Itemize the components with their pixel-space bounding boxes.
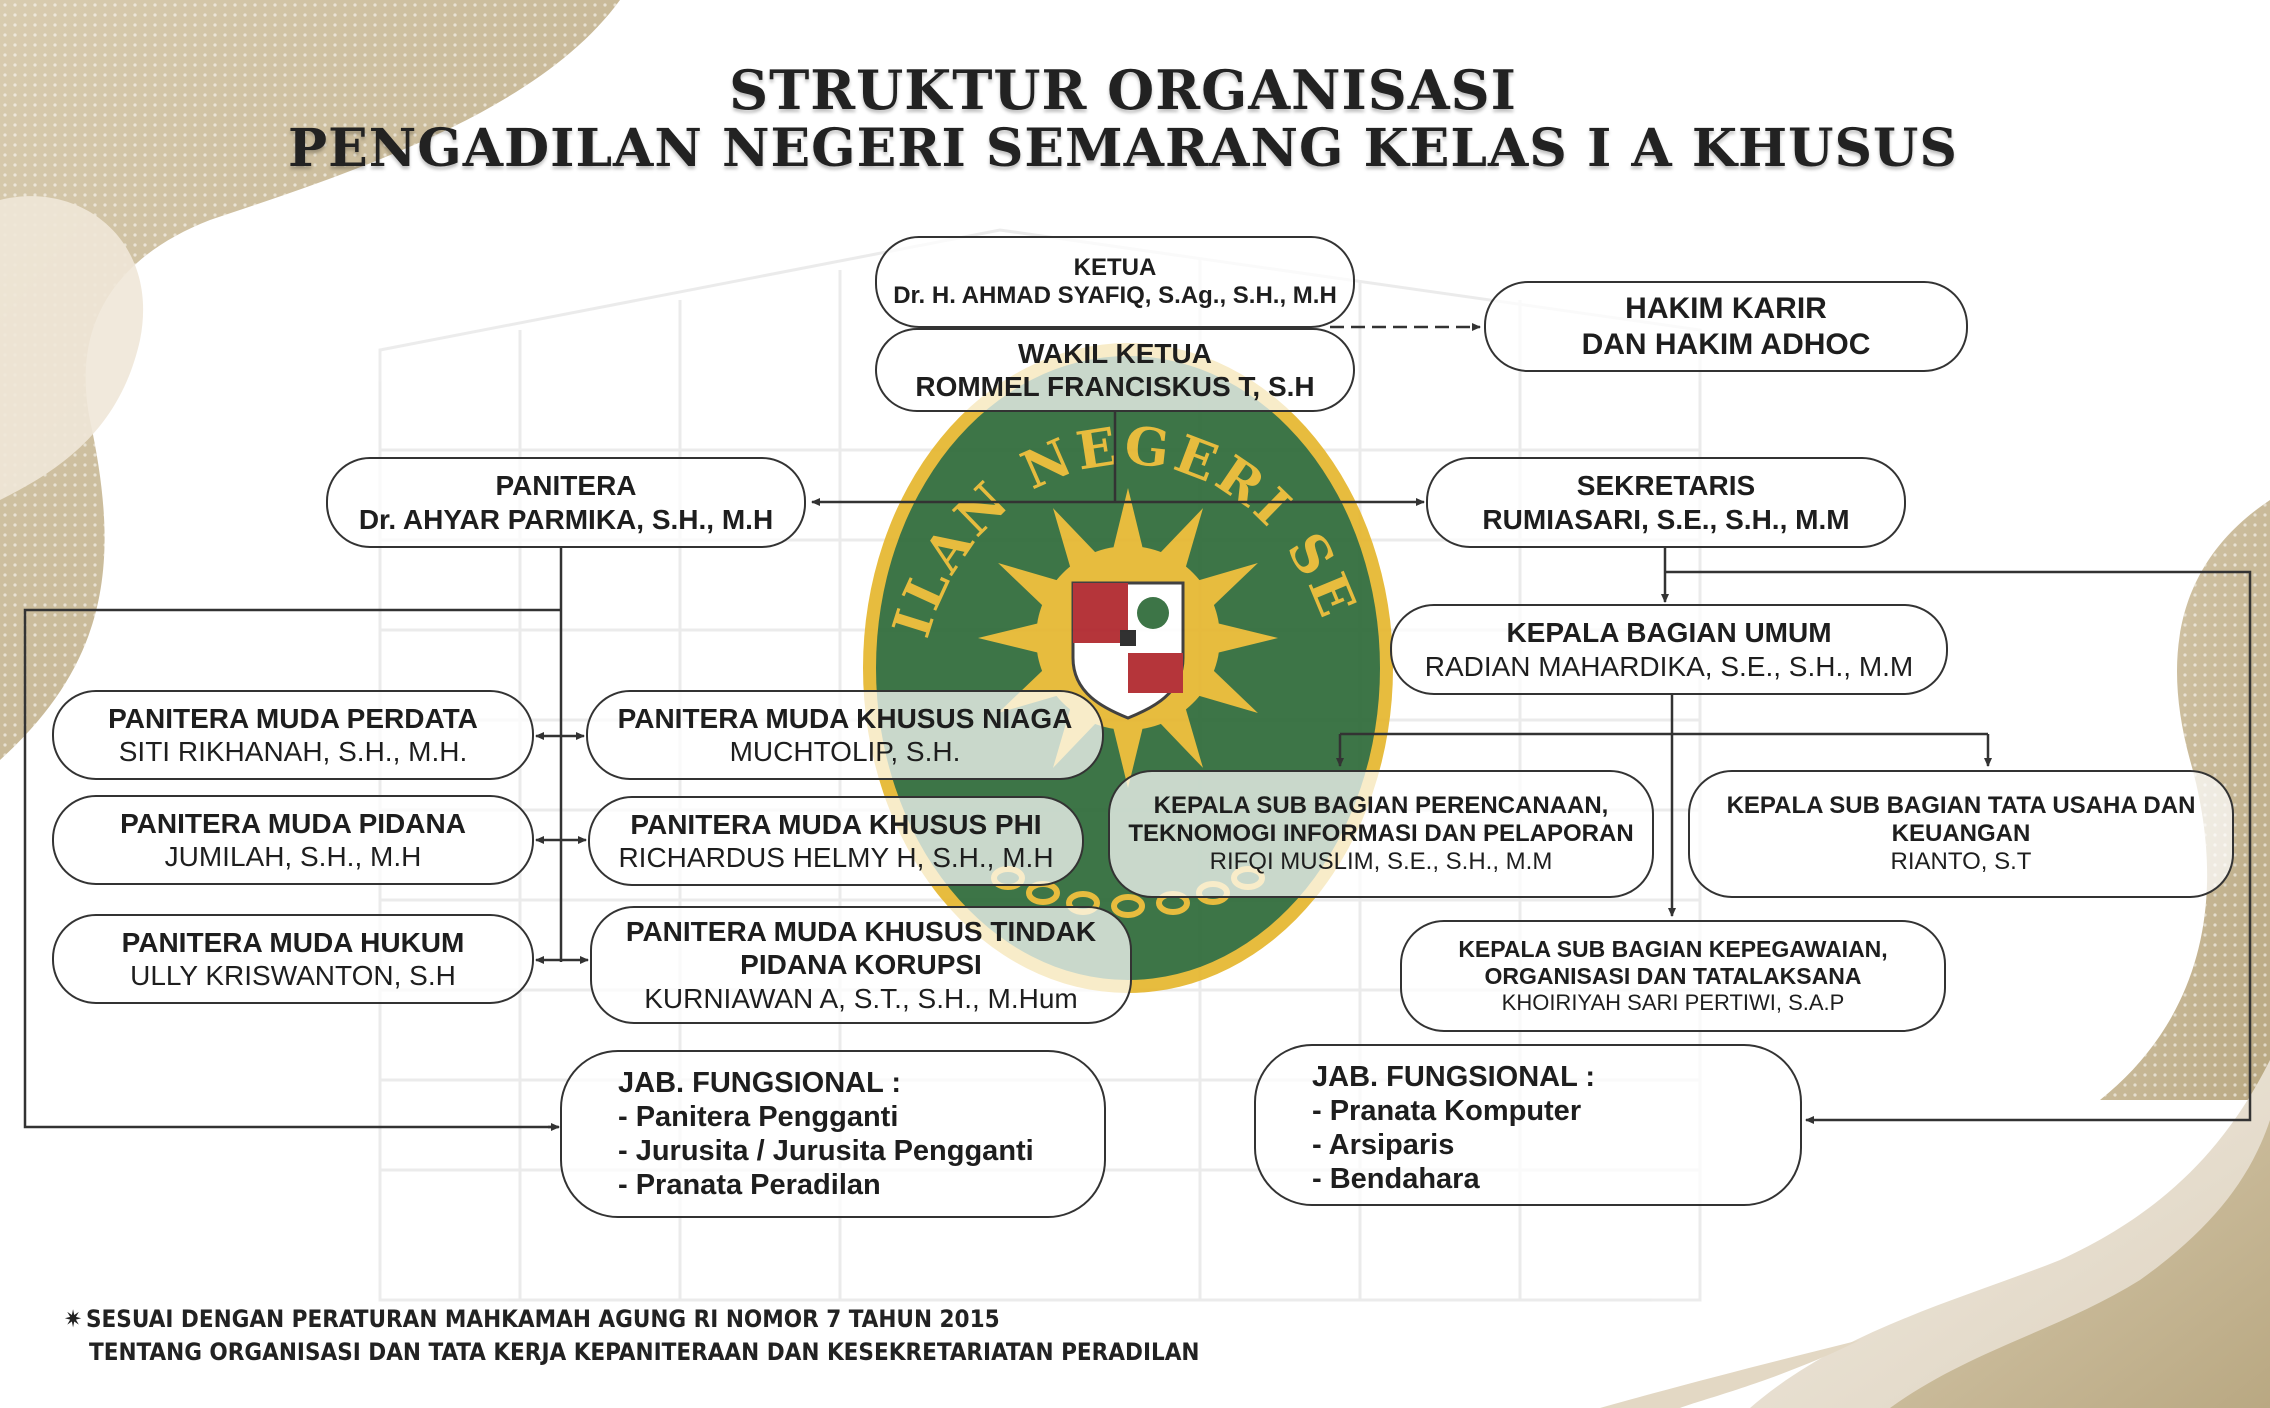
node-person: JUMILAH, S.H., M.H <box>164 841 422 872</box>
node-person: KHOIRIYAH SARI PERTIWI, S.A.P <box>1501 990 1845 1016</box>
chart-title: STRUKTUR ORGANISASI <box>729 58 1517 122</box>
footnote-line: TENTANG ORGANISASI DAN TATA KERJA KEPANI… <box>89 1338 1200 1366</box>
node-person: RICHARDUS HELMY H, S.H., M.H <box>618 842 1054 873</box>
node-person: RADIAN MAHARDIKA, S.E., S.H., M.M <box>1424 650 1914 682</box>
node-person: KURNIAWAN A, S.T., S.H., M.Hum <box>644 982 1078 1014</box>
node-person: RIFQI MUSLIM, S.E., S.H., M.M <box>1209 848 1553 876</box>
node-person: Dr. AHYAR PARMIKA, S.H., M.H <box>358 503 774 535</box>
node-panitera: PANITERA Dr. AHYAR PARMIKA, S.H., M.H <box>326 457 806 548</box>
list-item: - Pranata Peradilan <box>618 1169 881 1201</box>
node-ksb-tata-usaha: KEPALA SUB BAGIAN TATA USAHA DAN KEUANGA… <box>1688 770 2234 898</box>
node-wakil-ketua: WAKIL KETUA ROMMEL FRANCISKUS T, S.H <box>875 328 1355 412</box>
footnote: ✷SESUAI DENGAN PERATURAN MAHKAMAH AGUNG … <box>64 1303 1200 1369</box>
list-item: - Arsiparis <box>1312 1129 1455 1161</box>
node-pm-tipikor: PANITERA MUDA KHUSUS TINDAK PIDANA KORUP… <box>590 906 1132 1024</box>
list-heading: JAB. FUNGSIONAL : <box>618 1067 902 1099</box>
node-pm-phi: PANITERA MUDA KHUSUS PHI RICHARDUS HELMY… <box>588 796 1084 886</box>
node-role: PANITERA MUDA PIDANA <box>120 807 466 839</box>
node-role: SEKRETARIS <box>1576 470 1756 502</box>
node-ksb-perencanaan: KEPALA SUB BAGIAN PERENCANAAN, TEKNOMOGI… <box>1108 770 1654 898</box>
node-role: PANITERA MUDA KHUSUS TINDAK <box>625 916 1097 948</box>
asterisk-icon: ✷ <box>64 1305 83 1333</box>
node-person: ROMMEL FRANCISKUS T, S.H <box>915 371 1315 402</box>
node-role: KETUA <box>1073 253 1157 281</box>
node-line: DAN HAKIM ADHOC <box>1581 327 1871 361</box>
list-heading: JAB. FUNGSIONAL : <box>1312 1061 1596 1093</box>
node-ksb-kepegawaian: KEPALA SUB BAGIAN KEPEGAWAIAN, ORGANISAS… <box>1400 920 1946 1032</box>
node-role: PANITERA MUDA KHUSUS PHI <box>630 808 1042 840</box>
node-hakim: HAKIM KARIR DAN HAKIM ADHOC <box>1484 281 1968 372</box>
node-pm-pidana: PANITERA MUDA PIDANA JUMILAH, S.H., M.H <box>52 795 534 885</box>
node-role: KEPALA BAGIAN UMUM <box>1506 617 1832 649</box>
node-role: ORGANISASI DAN TATALAKSANA <box>1484 963 1862 990</box>
node-role: KEPALA SUB BAGIAN KEPEGAWAIAN, <box>1458 935 1888 962</box>
node-sekretaris: SEKRETARIS RUMIASARI, S.E., S.H., M.M <box>1426 457 1906 548</box>
node-role: PANITERA MUDA KHUSUS NIAGA <box>617 702 1073 734</box>
node-role: KEPALA SUB BAGIAN PERENCANAAN, <box>1153 791 1609 819</box>
chart-subtitle: PENGADILAN NEGERI SEMARANG KELAS I A KHU… <box>288 118 1958 179</box>
node-role: PANITERA MUDA PERDATA <box>108 702 478 734</box>
node-pm-niaga: PANITERA MUDA KHUSUS NIAGA MUCHTOLIP, S.… <box>586 690 1104 780</box>
node-role: KEUANGAN <box>1891 819 2031 847</box>
node-role: KEPALA SUB BAGIAN TATA USAHA DAN <box>1726 791 2196 819</box>
list-item: - Panitera Pengganti <box>618 1101 899 1133</box>
node-person: ULLY KRISWANTON, S.H <box>130 960 456 991</box>
node-role: WAKIL KETUA <box>1018 337 1212 369</box>
node-line: HAKIM KARIR <box>1625 292 1827 326</box>
list-item: - Bendahara <box>1312 1163 1480 1195</box>
node-ketua: KETUA Dr. H. AHMAD SYAFIQ, S.Ag., S.H., … <box>875 236 1355 328</box>
node-role: PANITERA <box>495 470 637 502</box>
node-pm-perdata: PANITERA MUDA PERDATA SITI RIKHANAH, S.H… <box>52 690 534 780</box>
jab-fungsional-kesekretariatan: JAB. FUNGSIONAL : - Pranata Komputer - A… <box>1254 1044 1802 1206</box>
node-kepala-bagian-umum: KEPALA BAGIAN UMUM RADIAN MAHARDIKA, S.E… <box>1390 604 1948 695</box>
list-item: - Pranata Komputer <box>1312 1095 1582 1127</box>
list-item: - Jurusita / Jurusita Pengganti <box>618 1135 1034 1167</box>
node-person: Dr. H. AHMAD SYAFIQ, S.Ag., S.H., M.H <box>893 282 1337 309</box>
node-person: MUCHTOLIP, S.H. <box>729 736 961 767</box>
footnote-line: SESUAI DENGAN PERATURAN MAHKAMAH AGUNG R… <box>86 1305 1000 1333</box>
node-role: PIDANA KORUPSI <box>740 949 982 981</box>
node-person: RIANTO, S.T <box>1890 848 2032 876</box>
node-role: TEKNOMOGI INFORMASI DAN PELAPORAN <box>1128 819 1634 847</box>
node-person: SITI RIKHANAH, S.H., M.H. <box>118 736 468 767</box>
node-pm-hukum: PANITERA MUDA HUKUM ULLY KRISWANTON, S.H <box>52 914 534 1004</box>
node-person: RUMIASARI, S.E., S.H., M.M <box>1482 503 1850 535</box>
jab-fungsional-kepaniteraan: JAB. FUNGSIONAL : - Panitera Pengganti -… <box>560 1050 1106 1218</box>
node-role: PANITERA MUDA HUKUM <box>121 926 465 958</box>
